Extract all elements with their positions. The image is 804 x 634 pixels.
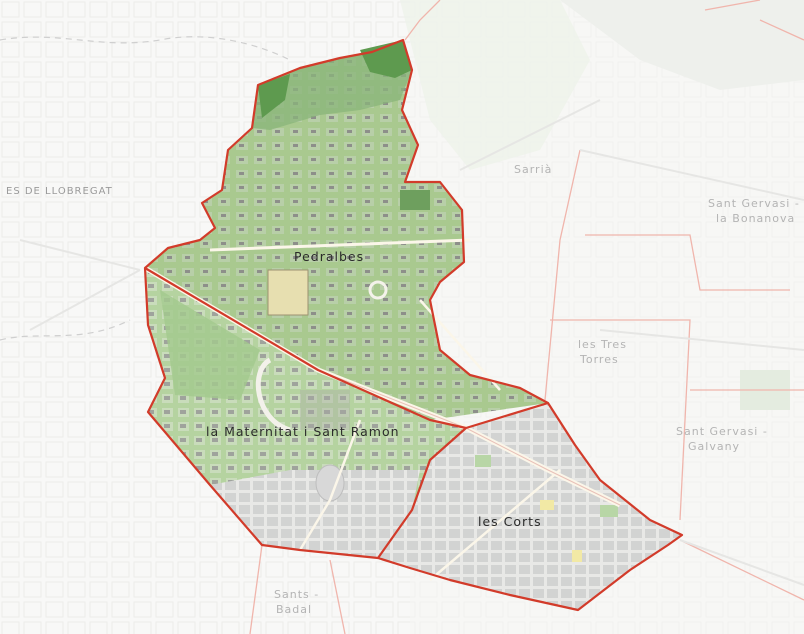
- label-llobregat: ES DE LLOBREGAT: [6, 186, 113, 197]
- green-area-west: [160, 290, 260, 400]
- district-boundaries: [143, 38, 684, 612]
- adjacent-boundaries: [249, 0, 804, 634]
- label-sarria: Sarrià: [514, 163, 552, 176]
- label-sant-gervasi-bonanova-2: la Bonanova: [716, 212, 795, 225]
- label-maternitat: la Maternitat i Sant Ramon: [206, 424, 400, 439]
- park-block: [400, 190, 430, 210]
- label-pedralbes: Pedralbes: [294, 249, 364, 264]
- label-sant-gervasi-bonanova-1: Sant Gervasi -: [708, 197, 800, 210]
- background-roads: [19, 99, 804, 586]
- yellow-block: [540, 500, 554, 510]
- label-les-corts: les Corts: [478, 514, 542, 529]
- label-sant-gervasi-galvany-2: Galvany: [688, 440, 740, 453]
- roundabout: [368, 280, 388, 300]
- label-tres-torres-2: Torres: [579, 353, 619, 366]
- yellow-block: [572, 550, 582, 562]
- label-sants-badal-1: Sants -: [274, 588, 319, 601]
- ring-road-curve: [255, 357, 291, 433]
- forest-patch: [360, 40, 412, 78]
- label-sant-gervasi-galvany-1: Sant Gervasi -: [676, 425, 768, 438]
- hills-north: [560, 0, 804, 90]
- municipal-border-dashed-west: [0, 319, 131, 341]
- hills-northeast: [400, 0, 590, 170]
- maternitat-urban-south: [210, 470, 420, 558]
- municipal-border-dashed: [0, 36, 291, 61]
- label-tres-torres-1: les Tres: [578, 338, 627, 351]
- green-square: [475, 455, 491, 467]
- label-sants-badal-2: Badal: [276, 603, 312, 616]
- monastery-block: [267, 269, 309, 316]
- green-square: [600, 505, 618, 517]
- campus-buildings: [300, 390, 350, 430]
- forest-patch-west: [258, 74, 290, 118]
